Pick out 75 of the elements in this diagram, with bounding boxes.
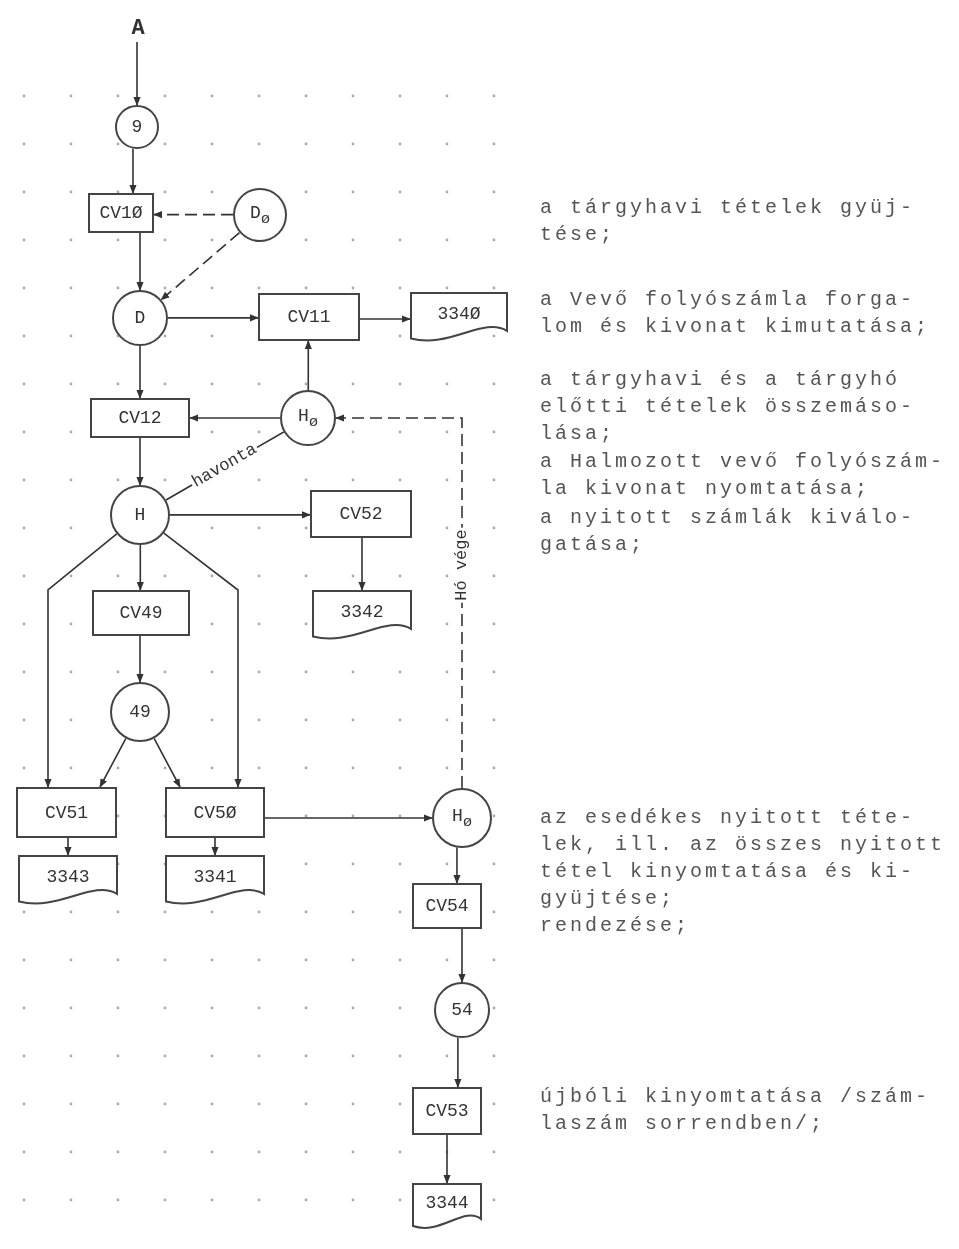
process-box [90,398,190,438]
node-label: CV5Ø [193,802,237,823]
connector-circle [434,982,490,1038]
connector-circle [115,105,159,149]
process-box [412,1087,482,1135]
process-box [16,787,117,838]
arrow [443,1134,451,1184]
node-label: H$_{ø}$ [452,805,472,831]
dashed-arrow [153,211,234,219]
connector-circle [112,290,168,346]
arrow [359,315,411,323]
node-label: CV53 [425,1101,469,1121]
node-label: 334Ø [437,304,481,324]
arrow [136,437,144,486]
arrow [44,533,118,788]
dashed-arrow [160,231,241,301]
arrow [304,340,312,391]
arrow [136,232,144,291]
arrow [163,532,242,788]
node-label: 9 [131,117,143,137]
node-label: CV12 [118,408,162,428]
node-label: A [131,15,145,41]
node-label: CV11 [287,307,331,327]
description-text: rendezése; [540,913,692,939]
node-label: CV49 [119,603,163,623]
arrow [167,314,259,322]
connector-circle [233,188,287,242]
node-label: D [134,308,146,328]
process-box [165,787,265,838]
description-text: a Halmozott vevő folyószám- la kivonat nyomtatása; [540,449,947,502]
arrow [64,837,72,856]
description-text: az esedékes nyitott téte- lek, ill. az összes nyitott tétel kinyomtatása és ki- gyüjtése; [540,805,947,912]
arrow [358,537,366,591]
node-label: D$_{ø}$ [250,202,270,228]
description-text: a tárgyhavi tételek gyüj- tése; [540,195,917,248]
description-text: újbóli kinyomtatása /szám- laszám sorrendben/; [540,1084,932,1137]
arrow [453,846,461,884]
arrow [129,147,137,194]
arrow [458,928,466,983]
description-text: a Vevő folyószámla forga- lom és kivonat kimutatása; [540,287,932,340]
node-label: 3341 [193,867,237,887]
node-label: 3343 [46,867,90,887]
process-box [310,490,412,538]
process-box [412,883,482,929]
connector-circle [280,390,336,446]
arrow [264,814,433,822]
connector-circle [110,682,170,742]
node-label: 54 [451,1000,473,1020]
arrow [136,345,144,399]
node-label: H [134,505,146,525]
node-label: 3342 [340,602,384,622]
arrow [189,414,281,422]
node-label: 3344 [425,1193,469,1213]
description-text: a nyitott számlák kiválo- gatása; [540,505,917,558]
arrow [153,737,181,788]
node-label: CV1Ø [99,203,143,223]
node-label: CV52 [339,504,383,524]
arrow [133,41,141,106]
arrow [454,1036,462,1088]
arrow [211,837,219,856]
process-box [92,590,190,636]
description-text: a tárgyhavi és a tárgyhó előtti tételek összemáso- lása; [540,367,917,447]
process-box [258,293,360,341]
node-label: H$_{ø}$ [298,405,318,431]
arrow [136,635,144,683]
connector-circle [432,788,492,848]
arrow [169,511,311,519]
node-label: CV54 [425,896,469,916]
node-label: 49 [129,702,151,722]
process-box [88,193,154,233]
connector-circle [110,485,170,545]
arrow [136,544,144,591]
node-label: CV51 [44,802,89,823]
arrow [99,737,127,788]
edge-label: Hó vége [453,527,471,603]
